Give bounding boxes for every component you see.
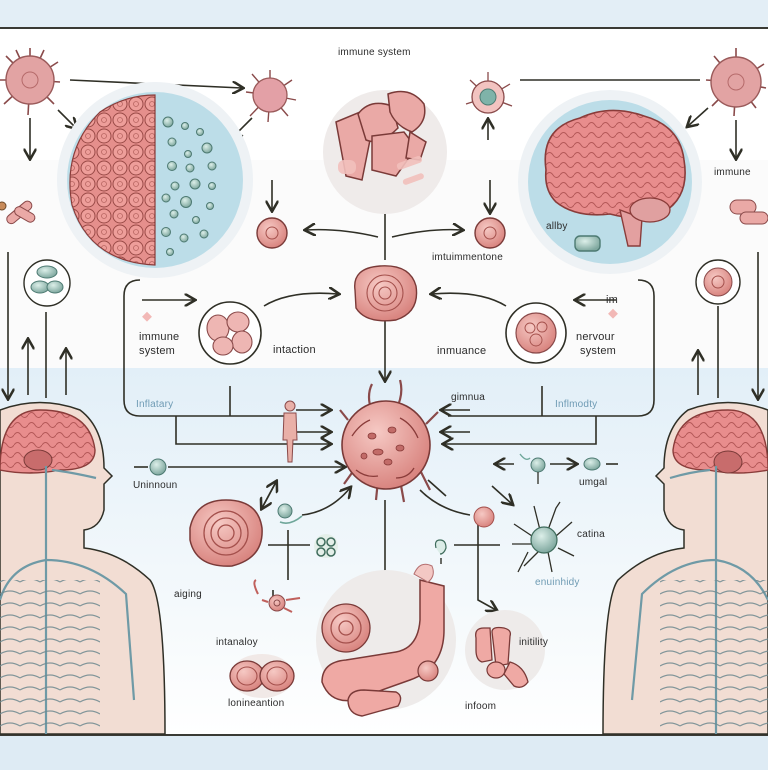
tissue-fragment-circle: [323, 90, 447, 214]
label-inflatary: Inflatary: [136, 399, 174, 410]
marker-cell-icon: [583, 457, 601, 471]
label-gimnua: gimnua: [451, 392, 485, 403]
nervous-cell-circle: [505, 302, 567, 364]
label-im: im: [606, 294, 619, 306]
label-lonineantion: lonineantion: [228, 698, 285, 709]
pink-cell-icon: [473, 506, 495, 528]
label-immune-system-1: immune: [139, 331, 180, 343]
label-uninnoun: Uninnoun: [133, 480, 178, 491]
side-connectors: [8, 252, 758, 398]
green-cell-circle: [23, 259, 71, 307]
label-top-title: immune system: [338, 47, 411, 58]
human-figure-left: [0, 401, 166, 735]
cluster-cells-bottom-right: [465, 610, 545, 690]
human-figure-right: [602, 401, 768, 735]
marker-cell-icon: [519, 453, 546, 484]
label-initility: initility: [519, 637, 549, 648]
red-cell-icon: [474, 217, 506, 249]
label-aging: aiging: [174, 589, 202, 600]
double-spiral-cell-icon: [229, 654, 295, 698]
center-cell-icon: [354, 265, 418, 322]
immune-cell-icon: [465, 72, 513, 114]
label-enuinhidy: enuinhidy: [535, 577, 580, 588]
virus-icon: [0, 48, 61, 116]
label-catina: catina: [577, 529, 605, 540]
cell-cluster-circle: [57, 82, 253, 278]
infection-cell-circle: [198, 301, 262, 365]
label-infoom: infoom: [465, 701, 497, 712]
pink-cell-circle-right: [695, 259, 741, 305]
pink-marker-icon: [142, 311, 152, 322]
virus-icon: [705, 48, 767, 117]
neuron-cell-icon: [253, 579, 301, 613]
process-boxes: [123, 279, 655, 444]
label-inflmodty: Inflmodty: [555, 399, 598, 410]
central-immune-cell: [339, 379, 439, 503]
bacteria-icon: [729, 199, 768, 225]
dendritic-cell-icon: [512, 501, 575, 573]
top-band: [0, 0, 768, 29]
bacteria-icon: [0, 200, 36, 225]
label-umgal: umgal: [579, 477, 608, 488]
bottom-band: [0, 734, 768, 770]
green-cell-icon: [277, 503, 303, 524]
label-nervous-system-2: system: [580, 345, 617, 357]
label-center-upper: imtuimmentone: [432, 252, 503, 263]
marker-cell-icon: [149, 458, 167, 476]
connector-arrows-lower: [134, 464, 618, 610]
label-nervous-system-1: nervour: [576, 331, 615, 343]
brain-circle: [518, 90, 702, 274]
spiral-cell-icon: [189, 499, 263, 567]
connector-arrows-top: [30, 79, 736, 260]
label-inmuance: inmuance: [437, 345, 487, 357]
small-teal-cell-icon: [434, 539, 447, 564]
label-immune-right: immune: [714, 167, 751, 178]
red-cell-icon: [256, 217, 288, 249]
knot-cell-icon: [314, 534, 338, 558]
label-immune-system-2: system: [139, 345, 176, 357]
intestine-circle: [316, 563, 456, 717]
human-figure-icon: [282, 400, 298, 463]
label-intanaloy: intanaloy: [216, 637, 258, 648]
label-interaction: intaction: [273, 344, 316, 356]
label-brain-note: allby: [546, 221, 568, 232]
pink-marker-icon: [608, 308, 618, 319]
virus-icon: [245, 70, 297, 123]
